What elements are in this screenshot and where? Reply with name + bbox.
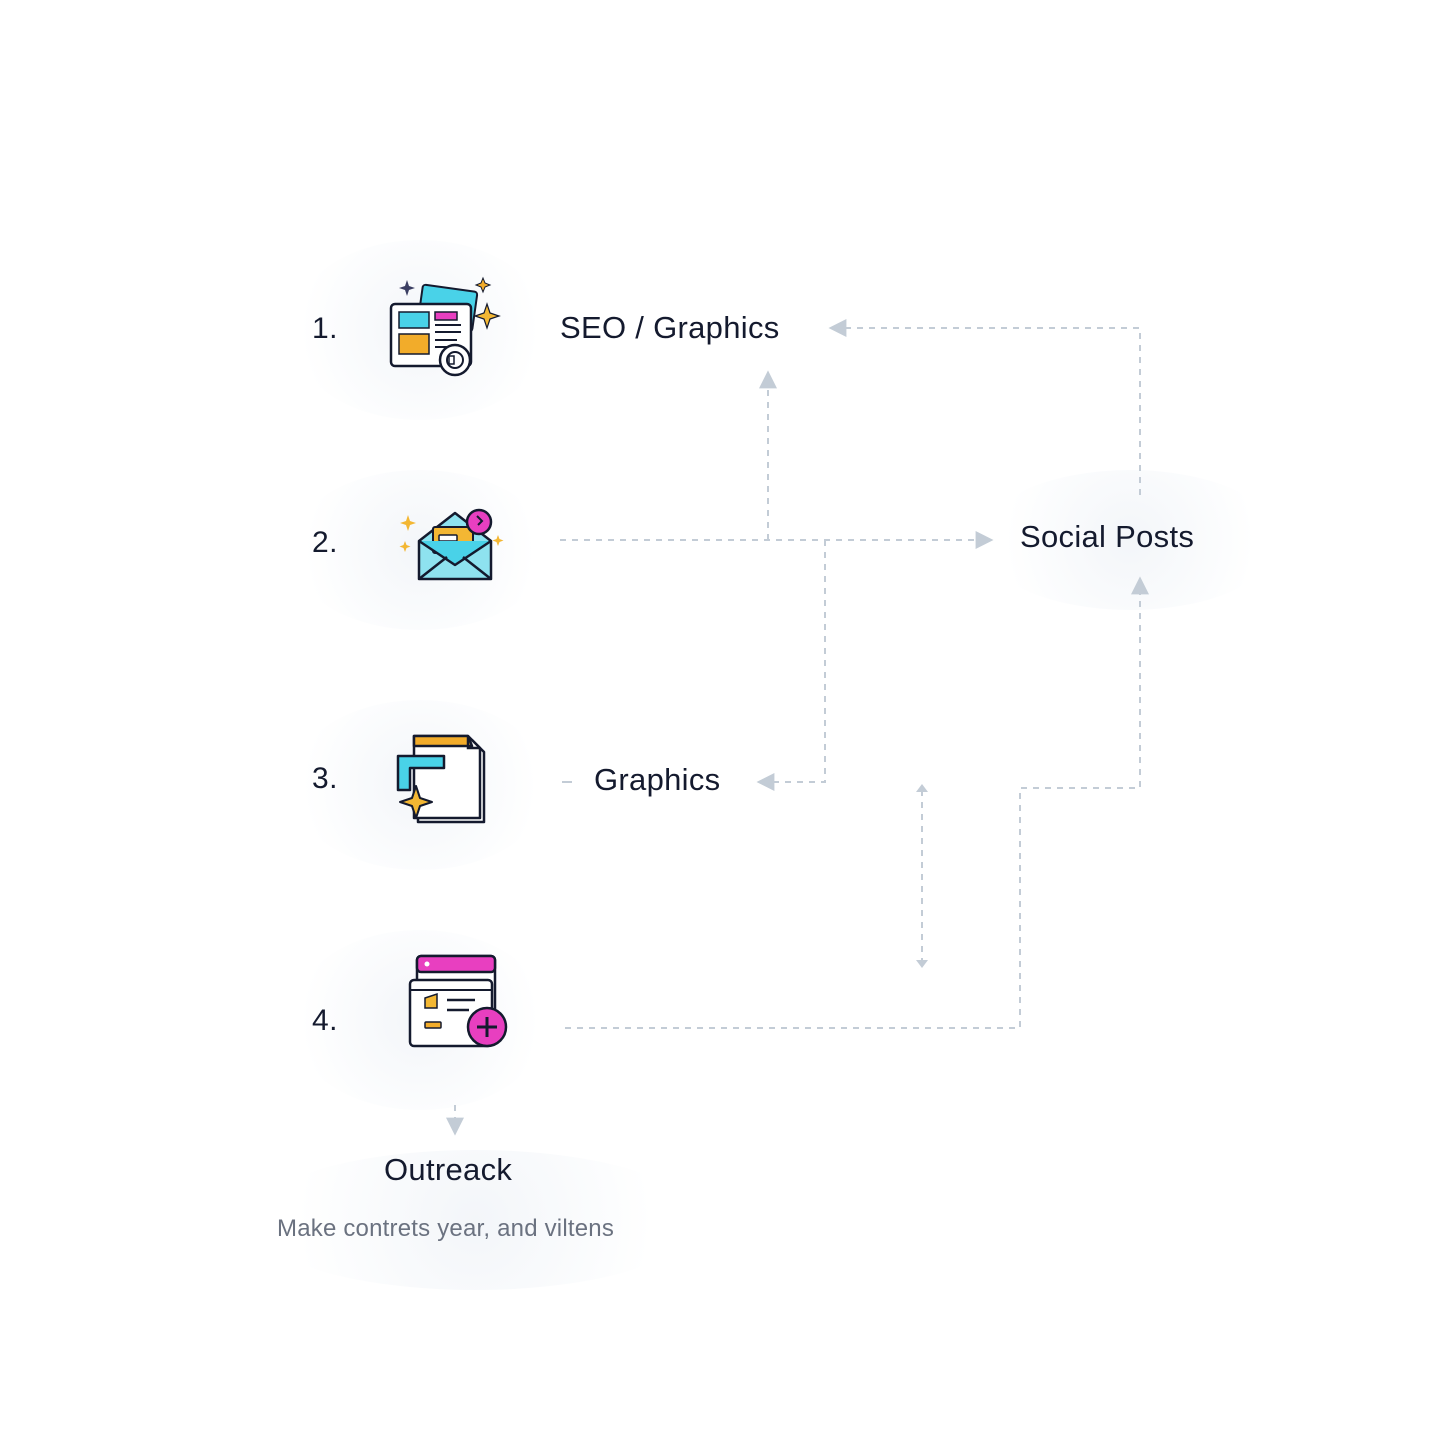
- outreach-label: Outreack: [384, 1152, 513, 1187]
- caption-halo: [250, 1150, 700, 1290]
- step-3-number: 3.: [312, 762, 339, 795]
- connector-step4-to-social: [565, 576, 1149, 1029]
- connector-junction-to-graphics: [756, 540, 826, 791]
- envelope-icon: [399, 508, 504, 581]
- newspaper-graphics-icon: [389, 276, 501, 377]
- browser-add-icon: [408, 954, 508, 1048]
- graphics-label: Graphics: [594, 762, 721, 797]
- step-4-number: 4.: [312, 1004, 339, 1037]
- step-1-number: 1.: [312, 312, 339, 345]
- social-posts-label: Social Posts: [1020, 519, 1195, 554]
- diagram-caption: Make contrets year, and viltens: [277, 1215, 615, 1242]
- connector-social-to-seo: [828, 319, 1141, 495]
- document-icon: [396, 734, 486, 824]
- social-halo: [980, 470, 1280, 610]
- step-2-number: 2.: [312, 526, 339, 559]
- seo-graphics-label: SEO / Graphics: [560, 310, 780, 345]
